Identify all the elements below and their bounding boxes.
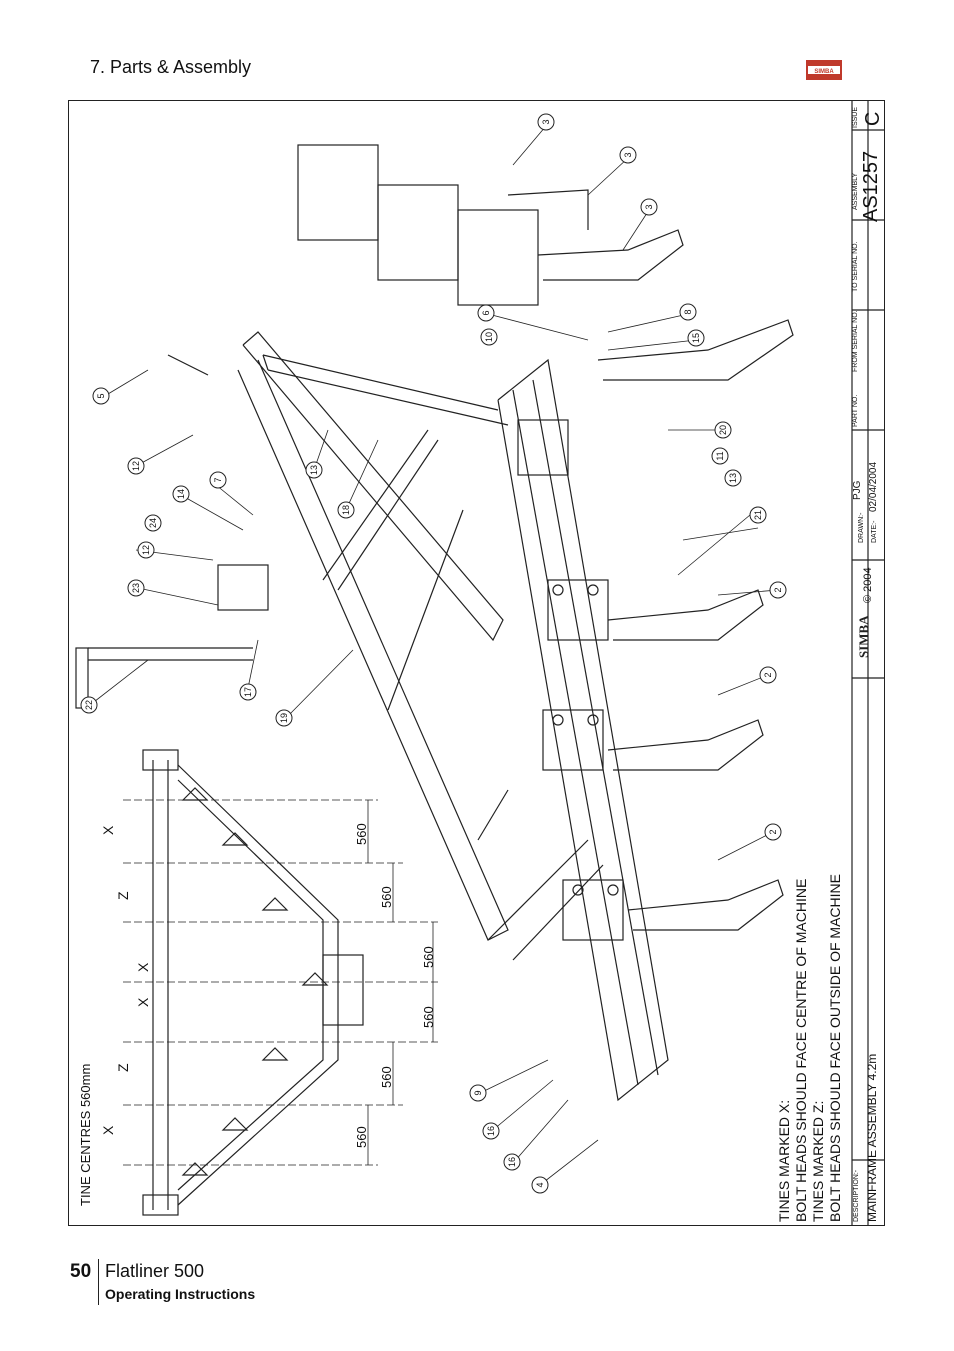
part-no-label: PART NO. xyxy=(852,394,859,427)
callout-label: 2 xyxy=(773,587,783,592)
copyright: © 2004 xyxy=(862,567,874,603)
callout-label: 23 xyxy=(131,583,141,593)
callout-label: 17 xyxy=(243,687,253,697)
note-line: BOLT HEADS SHOULD FACE CENTRE OF MACHINE xyxy=(793,878,809,1222)
callout-label: 3 xyxy=(644,204,654,209)
callout-label: 24 xyxy=(148,518,158,528)
document-type: Operating Instructions xyxy=(105,1286,256,1302)
callout-label: 12 xyxy=(141,545,151,555)
dimension-560: 560 xyxy=(421,946,436,968)
callout-label: 3 xyxy=(623,152,633,157)
callout-label: 9 xyxy=(473,1090,483,1095)
leader-lines xyxy=(89,125,779,1186)
callout-label: 11 xyxy=(715,451,725,460)
callout-label: 3 xyxy=(541,119,551,124)
callout-label: 13 xyxy=(309,465,319,475)
title-block-brand: SIMBA xyxy=(856,615,871,658)
dimension-560: 560 xyxy=(421,1006,436,1028)
assembly-label: ASSEMBLY xyxy=(852,172,859,210)
tine-mark: X xyxy=(135,962,151,972)
logo-text: SIMBA xyxy=(814,69,834,75)
issue-value: C xyxy=(862,111,884,126)
drawn-value: PJG xyxy=(852,480,863,500)
tine-centres-label: TINE CENTRES 560mm xyxy=(78,1063,93,1206)
dimension-560: 560 xyxy=(379,1066,394,1088)
drawn-label: DRAWN:- xyxy=(858,512,865,543)
callout-label: 10 xyxy=(484,332,494,342)
tine-mark: X xyxy=(100,825,116,835)
tine-mark: X xyxy=(135,997,151,1007)
callout-label: 2 xyxy=(763,672,773,677)
tine-mark: Z xyxy=(115,891,131,900)
product-name: Flatliner 500 xyxy=(105,1261,205,1281)
dimension-lines xyxy=(123,799,438,1166)
callout-label: 14 xyxy=(176,489,186,499)
dimension-560: 560 xyxy=(379,886,394,908)
tine-mark: X xyxy=(100,1125,116,1135)
dimension-560: 560 xyxy=(354,1126,369,1148)
callout-label: 16 xyxy=(486,1126,496,1136)
date-label: DATE:- xyxy=(871,520,878,543)
callout-label: 18 xyxy=(341,505,351,515)
assembly-value: AS1257 xyxy=(860,150,882,222)
dimension-560: 560 xyxy=(354,823,369,845)
callout-label: 5 xyxy=(96,393,106,398)
callout-label: 16 xyxy=(507,1157,517,1167)
tine-mark: Z xyxy=(115,1063,131,1072)
callout-label: 13 xyxy=(728,473,738,483)
drawing-sheet xyxy=(68,100,885,1226)
section-title: 7. Parts & Assembly xyxy=(90,57,252,77)
callout-label: 22 xyxy=(84,700,94,710)
to-serial-label: TO SERIAL NO. xyxy=(852,241,859,292)
date-value: 02/04/2004 xyxy=(868,461,879,512)
callout-label: 4 xyxy=(535,1182,545,1187)
description-label: DESCRIPTION:- xyxy=(853,1169,860,1222)
simba-logo: SIMBA xyxy=(806,60,842,80)
callout-label: 7 xyxy=(213,477,223,482)
page-number: 50 xyxy=(70,1261,92,1282)
note-line: TINES MARKED X: xyxy=(776,1099,792,1222)
tine-row-front xyxy=(517,319,794,941)
callout-label: 20 xyxy=(718,425,728,435)
callouts: 3 3 3 8 6 10 15 5 12 20 11 13 13 18 7 14… xyxy=(80,113,787,1194)
dimension-labels: 560 560 560 560 560 560 xyxy=(354,823,436,1148)
assembly-notes: TINES MARKED X: BOLT HEADS SHOULD FACE C… xyxy=(776,874,844,1222)
issue-label: ISSUE xyxy=(852,106,859,128)
callout-label: 21 xyxy=(753,510,763,520)
callout-label: 8 xyxy=(683,309,693,314)
tine-row-rear xyxy=(297,144,684,306)
note-line: BOLT HEADS SHOULD FACE OUTSIDE OF MACHIN… xyxy=(827,874,843,1222)
callout-label: 6 xyxy=(481,310,491,315)
plan-view xyxy=(142,749,364,1216)
callout-label: 12 xyxy=(131,461,141,471)
note-line: TINES MARKED Z: xyxy=(810,1100,826,1222)
description-value: MAINFRAME ASSEMBLY 4.2m xyxy=(865,1053,879,1222)
footer-divider xyxy=(98,1259,99,1305)
callout-label: 15 xyxy=(691,333,701,343)
from-serial-label: FROM SERIAL NO. xyxy=(852,310,859,372)
tine-marks: X Z X X Z X xyxy=(100,825,151,1135)
technical-drawing: 3 3 3 8 6 10 15 5 12 20 11 13 13 18 7 14… xyxy=(75,100,885,1226)
callout-label: 2 xyxy=(768,829,778,834)
callout-label: 19 xyxy=(279,713,289,723)
